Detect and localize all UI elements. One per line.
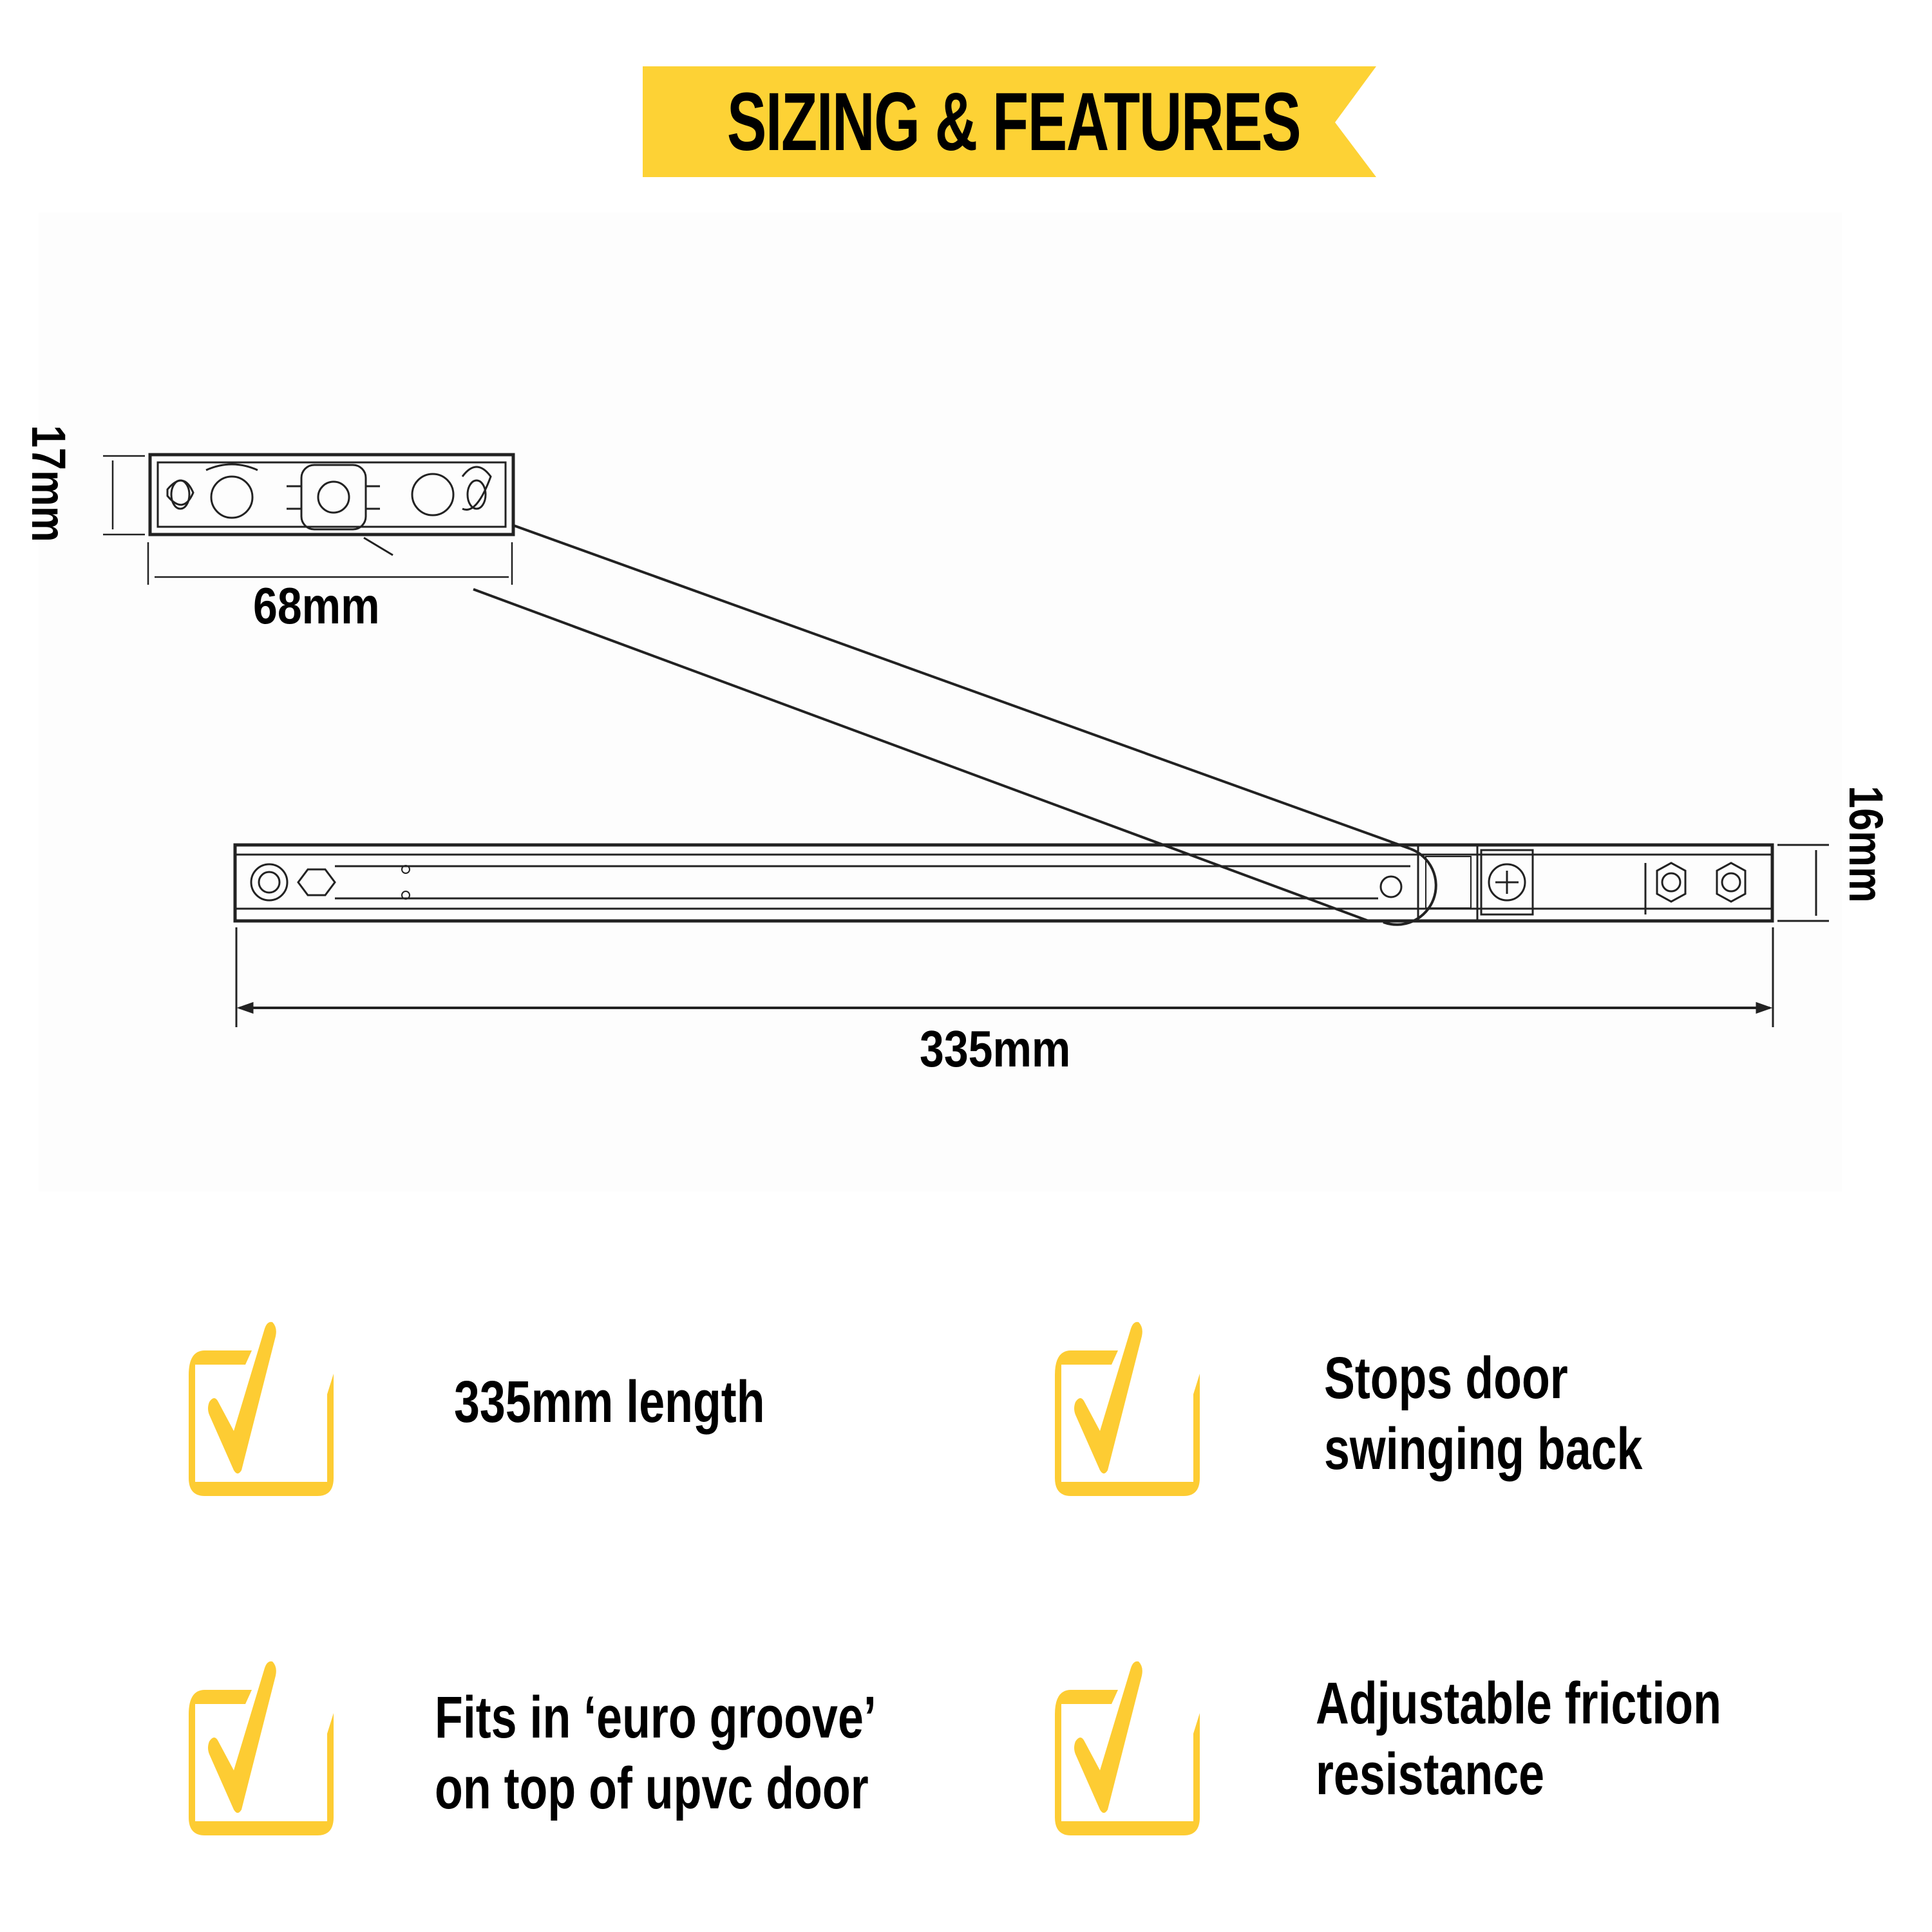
stay-arm: [363, 524, 1437, 926]
slide-rail: [233, 843, 1774, 923]
feature-text-line: 335mm length: [454, 1369, 765, 1435]
banner-title: SIZING & FEATURES: [726, 75, 1302, 168]
feature-text-line: swinging back: [1324, 1416, 1643, 1482]
feature-text-line: Stops door: [1324, 1345, 1568, 1411]
checkbox-check-icon: [189, 1661, 334, 1835]
rail-length-label: 335mm: [920, 1020, 1071, 1077]
top-bracket: [148, 453, 515, 536]
rail-dimension-lines: [235, 844, 1829, 1027]
rail-height-label: 16mm: [1839, 786, 1893, 903]
feature-text-line: on top of upvc door: [435, 1756, 869, 1821]
feature-text-line: Adjustable friction: [1316, 1671, 1721, 1736]
checkbox-check-icon: [1055, 1661, 1200, 1835]
checkbox-check-icon: [1055, 1321, 1200, 1496]
feature-text-line: Fits in ‘euro groove’: [435, 1685, 876, 1750]
drawing-background: [39, 213, 1842, 1191]
checkbox-check-icon: [189, 1321, 334, 1496]
bracket-dimension-lines: [103, 455, 513, 585]
bracket-width-label: 68mm: [253, 577, 380, 634]
technical-drawing: [103, 453, 1829, 1027]
banner-ribbon-shape: [643, 66, 1376, 177]
feature-text-line: resistance: [1316, 1741, 1545, 1807]
bracket-height-label: 17mm: [22, 425, 75, 542]
section-banner: SIZING & FEATURES: [643, 66, 1377, 177]
